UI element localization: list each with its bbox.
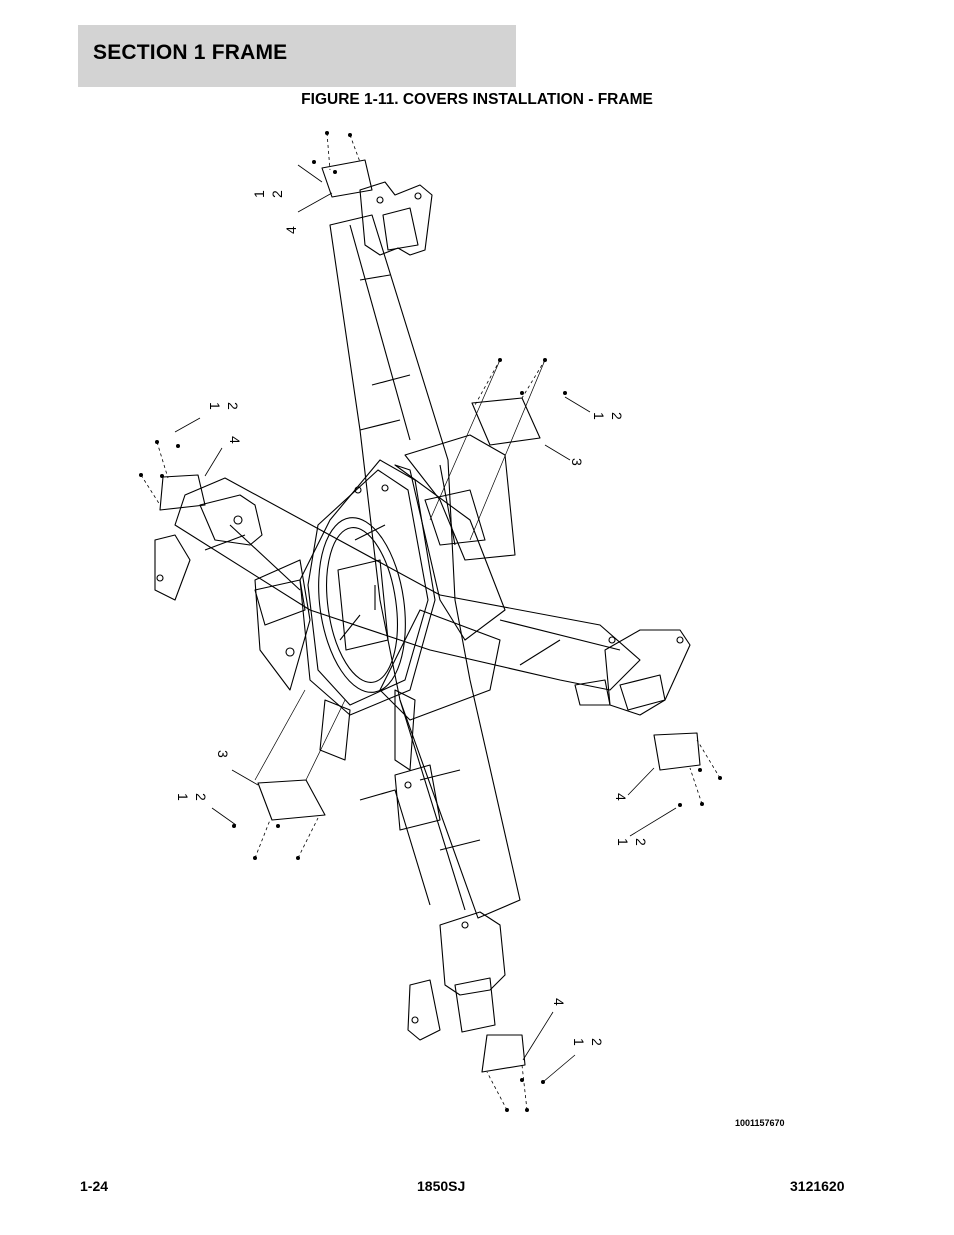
page-number: 1-24 xyxy=(80,1178,109,1194)
right-beam-end-bracket xyxy=(574,629,691,716)
section-header-banner: SECTION 1 FRAME xyxy=(78,25,516,87)
cover-plate-bottom xyxy=(481,1034,526,1073)
cover-plate-lower-left xyxy=(257,779,326,821)
model-name: 1850SJ xyxy=(417,1178,466,1194)
frame-beam-lateral xyxy=(174,477,641,691)
callout-left-4: 4 xyxy=(227,436,243,444)
top-beam-end-bracket xyxy=(359,181,433,256)
callout-lower-left-3: 3 xyxy=(215,750,231,758)
cover-plates xyxy=(159,159,701,1073)
callout-right-1: 1 xyxy=(591,412,607,420)
document-number: 3121620 xyxy=(790,1178,845,1194)
callout-bottom-1: 1 xyxy=(571,1038,587,1046)
callout-top-1: 1 xyxy=(251,190,267,198)
cover-plate-right xyxy=(471,397,541,446)
left-beam-end-bracket xyxy=(154,494,306,626)
callout-right-2: 2 xyxy=(609,412,625,420)
section-title: SECTION 1 FRAME xyxy=(93,41,288,64)
turntable-housing xyxy=(254,459,506,831)
callout-bottom-2: 2 xyxy=(589,1038,605,1046)
cover-plate-left xyxy=(159,474,206,511)
callout-lower-left-2: 2 xyxy=(193,793,209,801)
drawing-number: 1001157670 xyxy=(735,1118,785,1128)
callout-bottom-4: 4 xyxy=(551,998,567,1006)
callout-lower-left-1: 1 xyxy=(175,793,191,801)
cover-plate-top xyxy=(321,159,373,198)
bottom-beam-end-bracket xyxy=(407,911,506,1041)
callout-lower-right-1: 1 xyxy=(615,838,631,846)
callout-left-1: 1 xyxy=(207,402,223,410)
upper-right-beam-end xyxy=(404,434,516,561)
callout-top-2: 2 xyxy=(269,190,285,198)
callout-lower-right-2: 2 xyxy=(633,838,649,846)
leader-lines xyxy=(140,132,721,1111)
callout-lower-right-4: 4 xyxy=(613,793,629,801)
figure-caption: FIGURE 1-11. COVERS INSTALLATION - FRAME xyxy=(301,91,653,108)
cover-plate-lower-right xyxy=(653,732,701,771)
callout-top-4: 4 xyxy=(283,226,299,234)
callout-right-3: 3 xyxy=(569,458,585,466)
frame-beam-longitudinal xyxy=(329,214,521,919)
fastener-dots xyxy=(139,131,722,1112)
callout-left-2: 2 xyxy=(225,402,241,410)
